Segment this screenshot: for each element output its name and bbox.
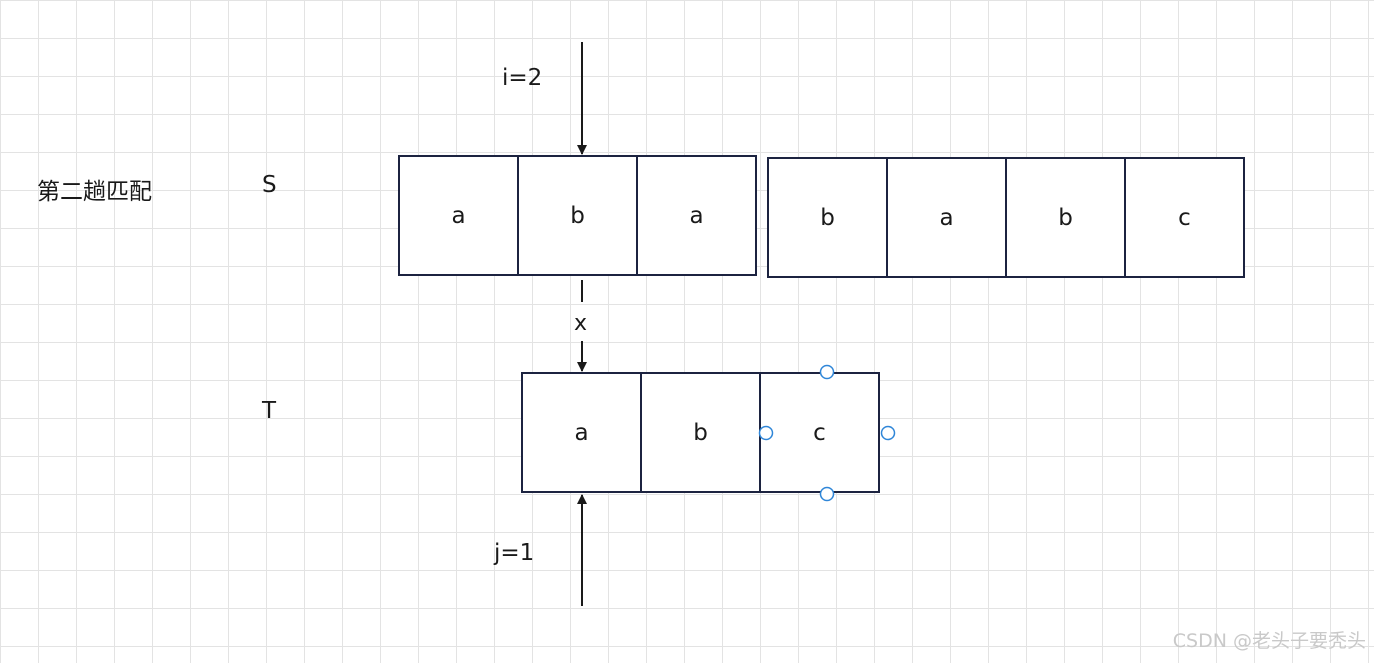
t-cell-selected[interactable]: c [759, 372, 880, 493]
diagram-title: 第二趟匹配 [37, 179, 152, 205]
s-string-cells-group-1: a b a [398, 155, 757, 276]
t-cell[interactable]: b [640, 372, 761, 493]
t-string-label: T [262, 398, 277, 424]
s-cell[interactable]: c [1124, 157, 1245, 278]
i-pointer-label: i=2 [502, 65, 543, 91]
s-string-label: S [262, 172, 277, 198]
t-string-cells: a b c [521, 372, 880, 493]
t-cell[interactable]: a [521, 372, 642, 493]
s-cell[interactable]: a [398, 155, 519, 276]
s-cell[interactable]: a [886, 157, 1007, 278]
mismatch-label: x [574, 311, 588, 336]
s-cell[interactable]: a [636, 155, 757, 276]
j-pointer-label: j=1 [494, 540, 535, 566]
s-cell[interactable]: b [767, 157, 888, 278]
csdn-watermark: CSDN @老头子要秃头 [1172, 630, 1366, 652]
s-cell[interactable]: b [517, 155, 638, 276]
s-cell[interactable]: b [1005, 157, 1126, 278]
s-string-cells-group-2: b a b c [767, 157, 1245, 278]
